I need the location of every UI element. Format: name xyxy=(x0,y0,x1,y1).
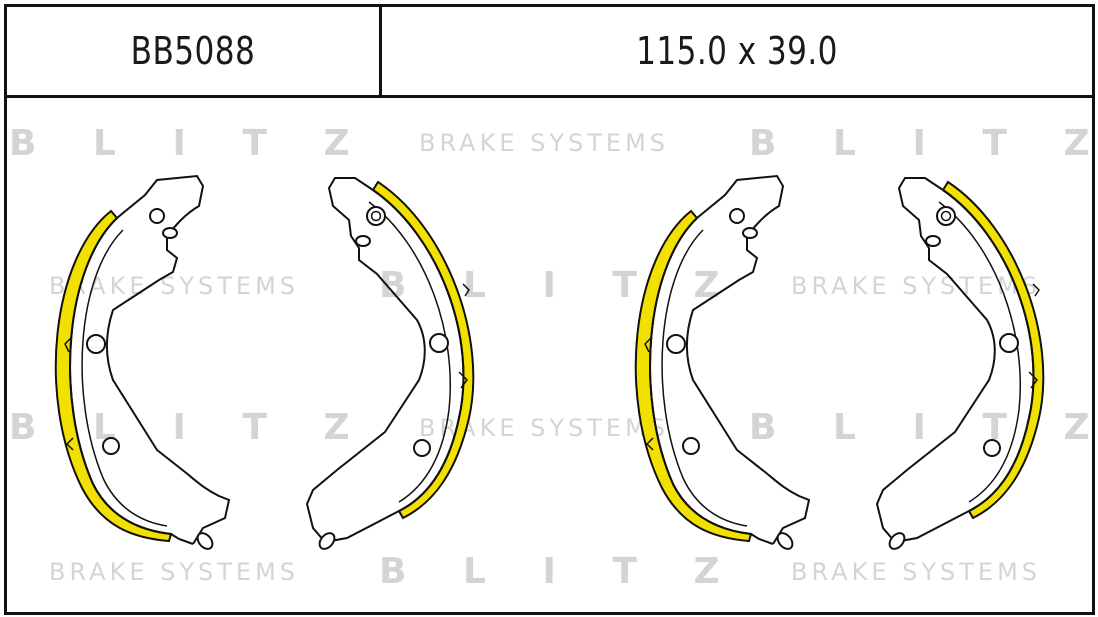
brake-shoe-2 xyxy=(306,177,475,553)
dimensions-cell: 115.0 x 39.0 xyxy=(382,7,1092,95)
part-code: BB5088 xyxy=(130,29,256,73)
watermark-brand: B L I T Z xyxy=(379,265,742,306)
brake-shoe-drawing: B L I T Z BRAKE SYSTEMS B L I T Z BRAKE … xyxy=(9,123,1092,592)
datasheet-frame: BB5088 115.0 x 39.0 xyxy=(4,4,1095,615)
watermark-brand: B L I T Z xyxy=(379,551,742,592)
brake-shoe-1 xyxy=(54,175,230,553)
brake-shoe-4 xyxy=(876,177,1045,553)
watermark-tagline: BRAKE SYSTEMS xyxy=(49,558,299,586)
part-code-cell: BB5088 xyxy=(7,7,382,95)
watermark-tagline: BRAKE SYSTEMS xyxy=(49,272,299,300)
watermark-brand: B L I T Z xyxy=(9,123,372,164)
header-row: BB5088 115.0 x 39.0 xyxy=(7,7,1092,98)
brake-shoe-3 xyxy=(634,175,810,553)
watermark-layer: B L I T Z BRAKE SYSTEMS B L I T Z BRAKE … xyxy=(9,123,1092,592)
watermark-tagline: BRAKE SYSTEMS xyxy=(419,129,669,157)
watermark-tagline: BRAKE SYSTEMS xyxy=(791,272,1041,300)
dimensions-label: 115.0 x 39.0 xyxy=(636,29,838,73)
watermark-tagline: BRAKE SYSTEMS xyxy=(791,558,1041,586)
watermark-brand: B L I T Z xyxy=(749,123,1092,164)
